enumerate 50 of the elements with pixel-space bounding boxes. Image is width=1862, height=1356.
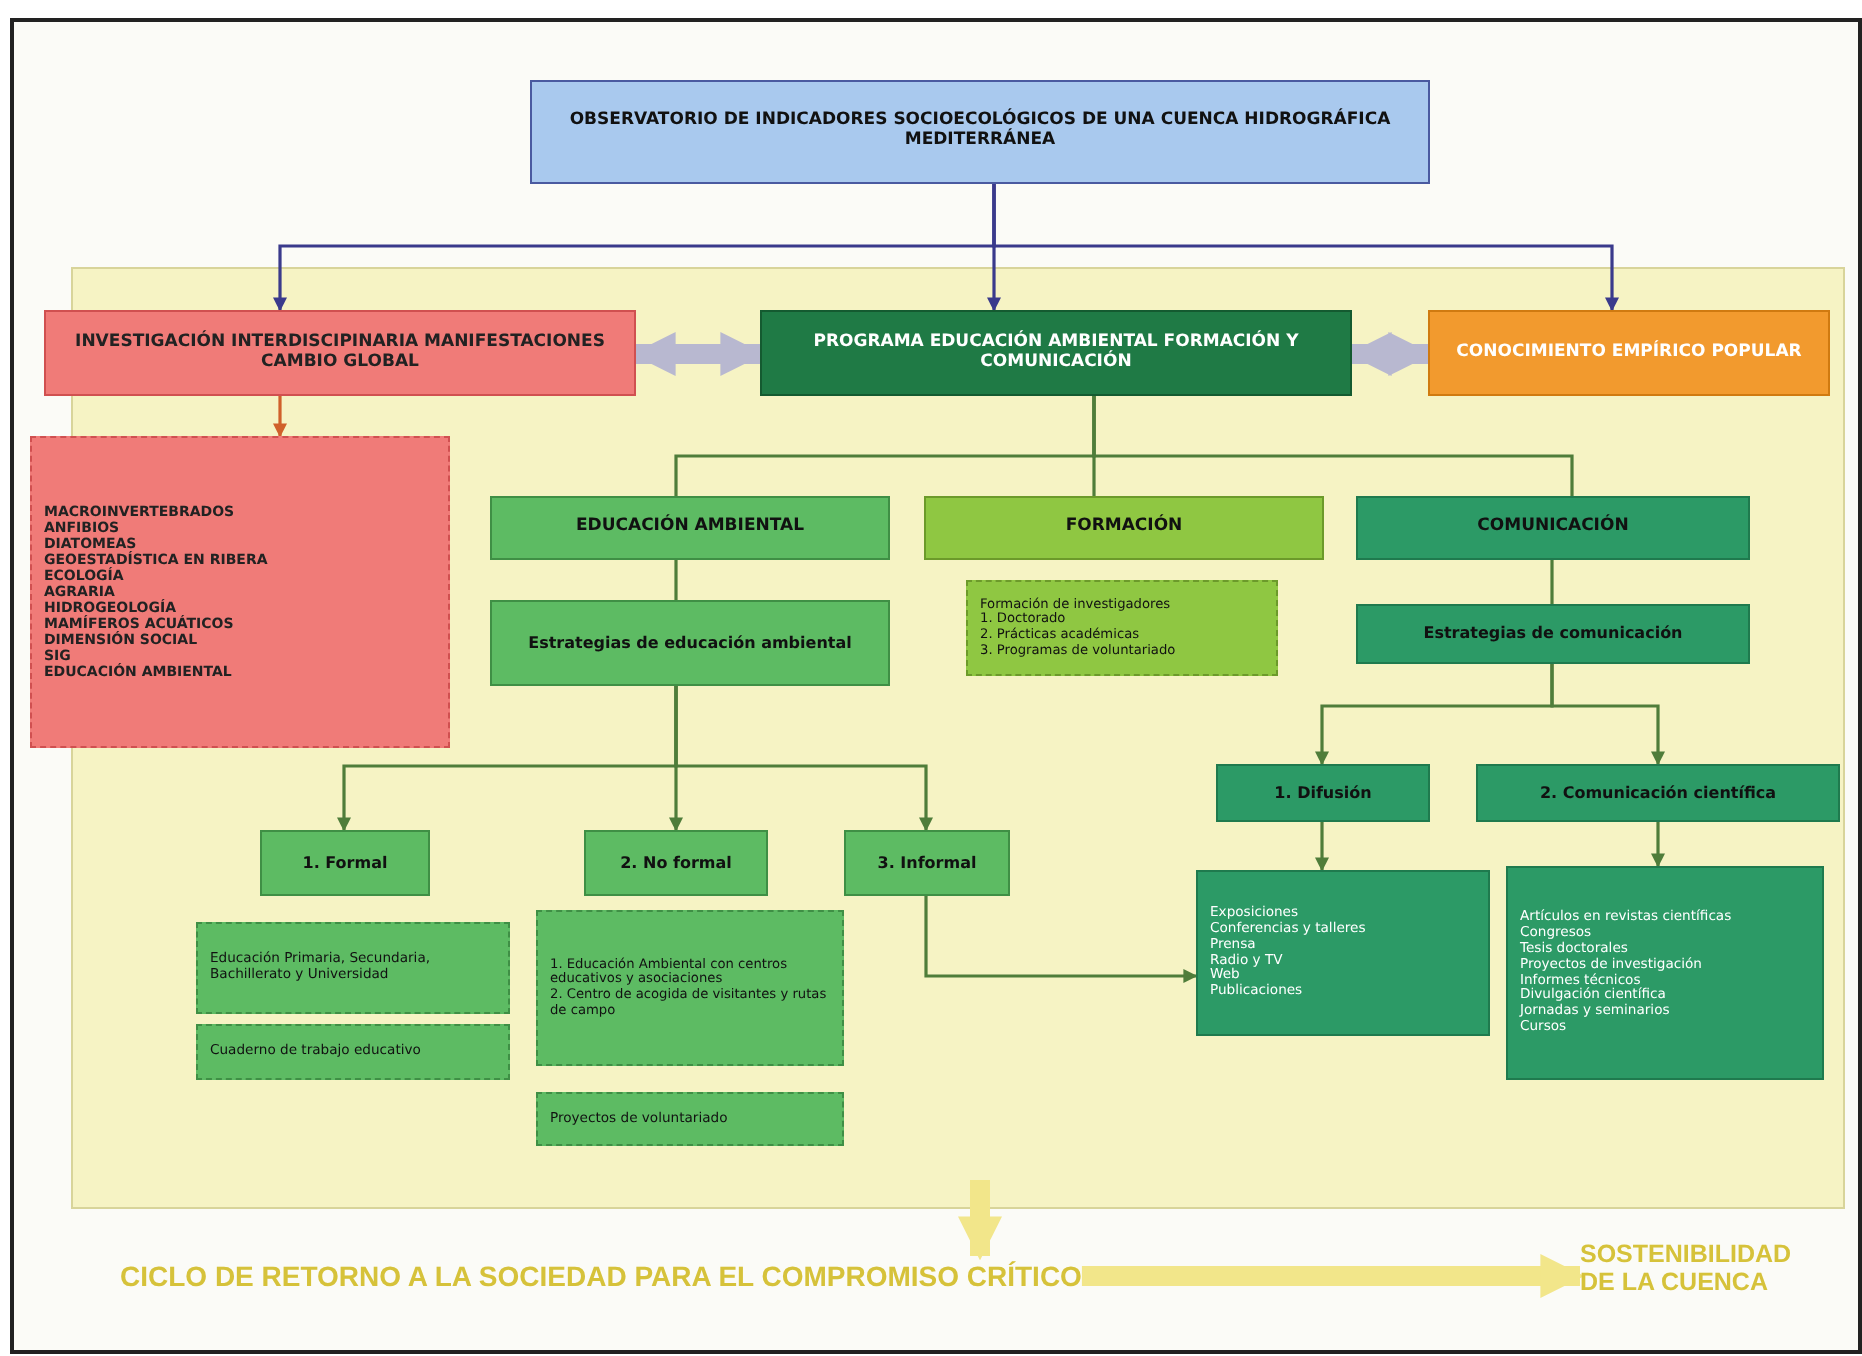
title-box [530,80,1430,184]
type-box [1476,764,1840,822]
topic-list-box [30,436,450,748]
type-box [844,830,1010,896]
box-label: 1. Difusión [1272,783,1374,803]
detail-box [1506,866,1824,1080]
type-box [584,830,768,896]
footer-text: CICLO DE RETORNO A LA SOCIEDAD PARA EL COMPROMISO CRÍTICO [120,1256,1082,1296]
box-label: 3. Informal [875,853,979,873]
category-box [924,496,1324,560]
strategy-box [1356,604,1750,664]
research-box [44,310,636,396]
connector-line [674,560,678,600]
arrow [273,396,287,438]
arrow [924,896,1198,983]
box-label: 2. Comunicación científica [1537,783,1779,803]
detail-box [196,1024,510,1080]
block-arrow [958,1180,1002,1261]
type-box [1216,764,1430,822]
box-label: FORMACIÓN [1063,518,1185,538]
connector-line [1550,560,1554,604]
arrow [674,686,933,832]
arrow [1550,664,1665,766]
category-box [490,496,890,560]
program-box [760,310,1352,396]
box-label: 1. Formal [300,853,390,873]
detail-box [196,922,510,1014]
knowledge-box [1428,310,1830,396]
category-box [1356,496,1750,560]
arrow [1651,822,1665,868]
box-label: CONOCIMIENTO EMPÍRICO POPULAR [1454,343,1804,363]
type-box [260,830,430,896]
connector-line [1092,396,1574,496]
arrow [992,184,1619,312]
detail-box [1196,870,1490,1036]
box-label: PROGRAMA EDUCACIÓN AMBIENTAL FORMACIÓN Y COMUNICACIÓN [811,333,1301,373]
arrow [1315,822,1329,872]
box-label: INVESTIGACIÓN INTERDISCIPINARIA MANIFESTACIONES CAMBIO GLOBAL [73,333,607,373]
block-arrow [1081,1254,1585,1298]
strategy-box [490,600,890,686]
box-label: 2. No formal [618,853,734,873]
detail-box [536,910,844,1066]
footer-text: SOSTENIBILIDAD DE LA CUENCA [1580,1224,1816,1312]
detail-box [536,1092,844,1146]
box-label: Estrategias de comunicación [1421,624,1685,644]
box-label: Estrategias de educación ambiental [526,633,854,653]
detail-box [966,580,1278,676]
box-label: EDUCACIÓN AMBIENTAL [573,518,806,538]
box-label: OBSERVATORIO DE INDICADORES SOCIOECOLÓGICOS DE UNA CUENCA HIDROGRÁFICA MEDITERRÁNEA [567,112,1393,152]
box-label: COMUNICACIÓN [1475,518,1631,538]
